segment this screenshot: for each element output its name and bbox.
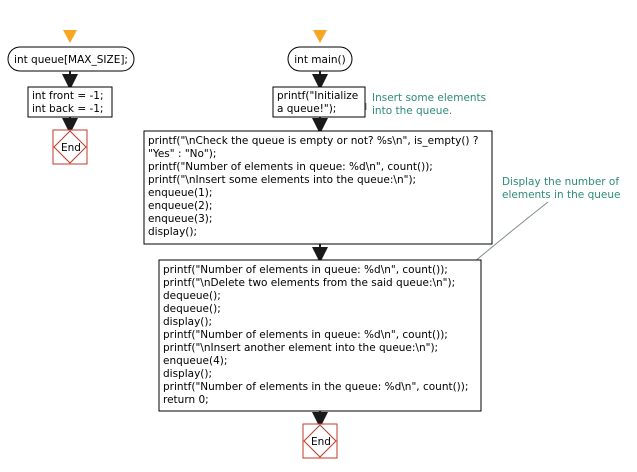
block2-line-2: printf("\nDelete two elements from the s… xyxy=(163,277,455,289)
main-start-label: int main() xyxy=(294,54,345,66)
block1-line-6: enqueue(2); xyxy=(148,200,212,212)
left-start-label: int queue[MAX_SIZE]; xyxy=(14,54,128,66)
block1-line-5: enqueue(1); xyxy=(148,187,212,199)
note-1-line-2: into the queue. xyxy=(372,105,452,117)
block2-line-10: printf("Number of elements in the queue:… xyxy=(163,381,468,393)
block2-line-9: display(); xyxy=(163,368,212,380)
note-2: Display the number of elements in the qu… xyxy=(502,176,620,201)
note-2-connector xyxy=(473,201,549,263)
block2-line-3: dequeue(); xyxy=(163,290,221,302)
main-end-label: End xyxy=(311,436,331,448)
left-end-label: End xyxy=(61,142,81,154)
block2-line-8: enqueue(4); xyxy=(163,355,227,367)
block1-line-4: printf("\nInsert some elements into the … xyxy=(148,174,416,186)
left-init-line-2: int back = -1; xyxy=(32,103,103,115)
left-init-line-1: int front = -1; xyxy=(32,90,104,102)
block2-line-1: printf("Number of elements in queue: %d\… xyxy=(163,264,448,276)
block2-line-6: printf("Number of elements in queue: %d\… xyxy=(163,329,448,341)
block2-line-11: return 0; xyxy=(163,394,209,406)
block1-line-3: printf("Number of elements in queue: %d\… xyxy=(148,161,433,173)
main-process-block-1: printf("\nCheck the queue is empty or no… xyxy=(143,130,493,245)
block2-line-4: dequeue(); xyxy=(163,303,221,315)
note-2-line-1: Display the number of xyxy=(502,176,619,188)
block2-line-7: printf("\nInsert another element into th… xyxy=(163,342,438,354)
main-init-box: printf("Initialize a queue!"); xyxy=(272,86,366,118)
block1-line-2: "Yes" : "No"); xyxy=(148,148,216,160)
main-init-line-2: a queue!"); xyxy=(277,103,336,115)
left-end-terminal: End xyxy=(52,129,88,165)
note-1-line-1: Insert some elements xyxy=(372,92,486,104)
main-start-terminal: int main() xyxy=(287,46,353,72)
left-start-terminal: int queue[MAX_SIZE]; xyxy=(7,46,135,72)
left-init-box: int front = -1; int back = -1; xyxy=(27,86,113,118)
main-process-block-2: printf("Number of elements in queue: %d\… xyxy=(158,259,482,412)
block1-line-7: enqueue(3); xyxy=(148,213,212,225)
block1-line-8: display(); xyxy=(148,226,197,238)
note-1: Insert some elements into the queue. xyxy=(372,92,486,117)
block2-line-5: display(); xyxy=(163,316,212,328)
block1-line-1: printf("\nCheck the queue is empty or no… xyxy=(148,135,478,147)
main-end-terminal: End xyxy=(302,423,338,459)
main-init-line-1: printf("Initialize xyxy=(277,90,358,102)
note-2-line-2: elements in the queue xyxy=(502,189,620,201)
